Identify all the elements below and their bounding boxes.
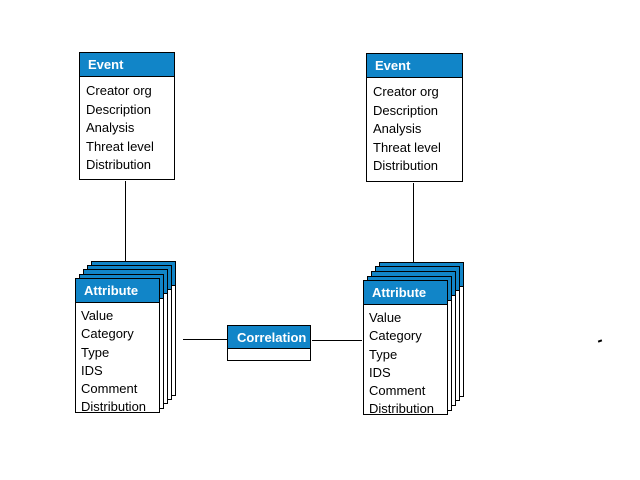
- field-category: Category: [81, 326, 134, 342]
- field-threat-level: Threat level: [373, 139, 441, 155]
- field-description: Description: [373, 102, 439, 118]
- field-creator-org: Creator org: [373, 84, 439, 99]
- attribute-right-title: Attribute: [372, 285, 427, 300]
- correlation-header: Correlation: [228, 326, 310, 349]
- field-distribution: Distribution: [373, 158, 439, 173]
- event-right-body: Creator org Description Analysis Threat …: [367, 78, 462, 176]
- stray-mark: [597, 339, 603, 343]
- field-ids: IDS: [369, 364, 391, 380]
- connector-attribute-correlation-right: [312, 340, 362, 341]
- field-type: Type: [81, 344, 110, 360]
- field-category: Category: [369, 328, 422, 344]
- field-distribution: Distribution: [86, 157, 152, 172]
- field-comment: Comment: [369, 383, 426, 399]
- field-analysis: Analysis: [373, 121, 422, 136]
- attribute-left-title: Attribute: [84, 283, 139, 298]
- attribute-left-body: Value Category Type IDS Comment Distribu…: [76, 303, 159, 417]
- event-entity-right: Event Creator org Description Analysis T…: [366, 53, 463, 182]
- event-right-header: Event: [367, 54, 462, 78]
- field-distribution: Distribution: [81, 399, 147, 415]
- correlation-title: Correlation: [237, 329, 307, 345]
- field-analysis: Analysis: [86, 120, 135, 135]
- field-value: Value: [81, 308, 114, 323]
- field-description: Description: [86, 101, 152, 117]
- field-distribution: Distribution: [369, 401, 435, 417]
- attribute-left-header: Attribute: [76, 279, 159, 303]
- attribute-entity-right: Attribute Value Category Type IDS Commen…: [363, 280, 448, 416]
- event-entity-left: Event Creator org Description Analysis T…: [79, 52, 175, 180]
- field-ids: IDS: [81, 362, 103, 378]
- event-left-title: Event: [88, 57, 124, 72]
- field-type: Type: [369, 346, 398, 362]
- field-comment: Comment: [81, 381, 138, 397]
- field-value: Value: [369, 310, 402, 325]
- connector-event-attribute-right: [413, 183, 414, 262]
- attribute-entity-left: Attribute Value Category Type IDS Commen…: [75, 278, 160, 414]
- event-left-body: Creator org Description Analysis Threat …: [80, 77, 174, 175]
- attribute-right-header: Attribute: [364, 281, 447, 305]
- connector-attribute-correlation-left: [183, 339, 227, 340]
- attribute-right-body: Value Category Type IDS Comment Distribu…: [364, 305, 447, 419]
- connector-event-attribute-left: [125, 181, 126, 262]
- event-left-header: Event: [80, 53, 174, 77]
- correlation-entity: Correlation: [227, 325, 311, 361]
- field-creator-org: Creator org: [86, 83, 152, 98]
- event-right-title: Event: [375, 58, 411, 73]
- field-threat-level: Threat level: [86, 138, 154, 154]
